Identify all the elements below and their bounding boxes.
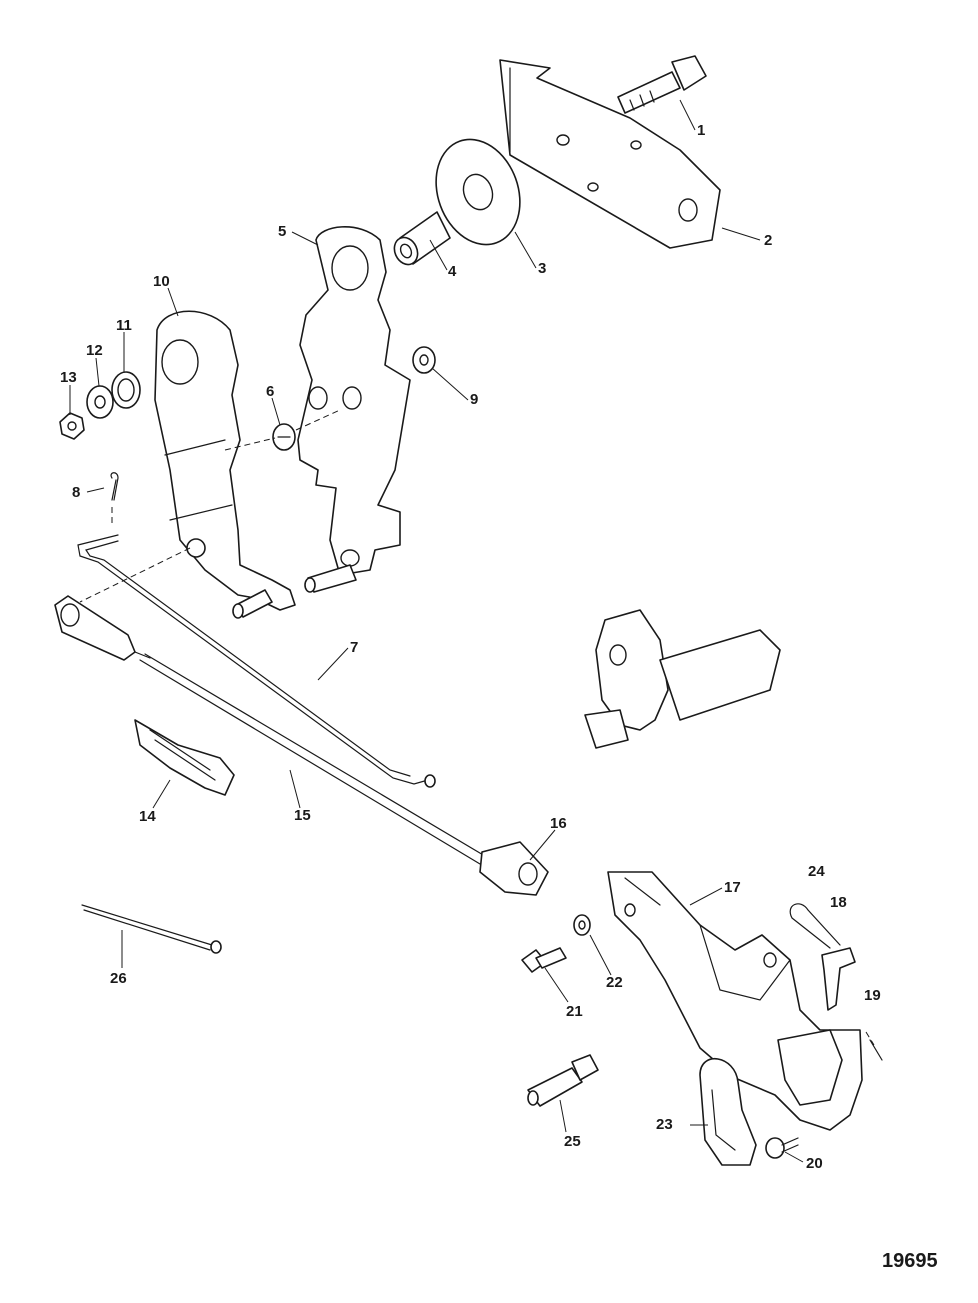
part-21-bolt	[521, 947, 567, 973]
callout-15: 15	[294, 807, 311, 824]
callout-18: 18	[830, 894, 847, 911]
callout-4: 4	[448, 263, 457, 280]
callout-25: 25	[564, 1133, 581, 1150]
part-2-mounting-plate	[499, 59, 721, 249]
callout-22: 22	[606, 974, 623, 991]
callout-23: 23	[656, 1116, 673, 1133]
callout-17: 17	[724, 879, 741, 896]
part-26-cable-tie	[81, 904, 222, 954]
part-18-latch	[821, 947, 856, 1011]
part-23-loop-handle	[699, 1058, 757, 1166]
part-8-cotter-pin	[110, 472, 119, 501]
callout-1: 1	[697, 122, 705, 139]
part-15-throttle-rod	[54, 595, 549, 896]
callout-7: 7	[350, 639, 358, 656]
callout-8: 8	[72, 484, 80, 501]
part-6-screw	[272, 423, 296, 451]
part-22-washer	[573, 914, 591, 936]
callout-26: 26	[110, 970, 127, 987]
callout-20: 20	[806, 1155, 823, 1172]
part-9-washer	[412, 346, 436, 374]
part-24-hairpin-clip	[789, 903, 841, 949]
callout-16: 16	[550, 815, 567, 832]
part-3-washer	[435, 138, 521, 246]
callout-12: 12	[86, 342, 103, 359]
leader-lines	[69, 99, 804, 1163]
callout-3: 3	[538, 260, 546, 277]
callout-14: 14	[139, 808, 156, 825]
part-17-control-bracket	[607, 871, 863, 1131]
part-1-bolt	[617, 55, 707, 114]
part-12-washer	[86, 385, 114, 419]
part-20-screw	[765, 1137, 799, 1159]
callout-13: 13	[60, 369, 77, 386]
callout-5: 5	[278, 223, 286, 240]
part-7-link-rod	[77, 534, 436, 788]
callout-19: 19	[864, 987, 881, 1004]
callout-11: 11	[116, 317, 132, 334]
figure-number: 19695	[882, 1250, 938, 1272]
part-14-clip	[134, 719, 235, 796]
callout-21: 21	[566, 1003, 583, 1020]
part-5-shift-lever	[297, 226, 411, 593]
cable-assembly	[584, 609, 781, 749]
callout-24: 24	[808, 863, 825, 880]
part-4-spacer	[393, 211, 451, 266]
part-10-throttle-lever	[154, 310, 296, 619]
part-11-washer	[111, 371, 141, 409]
part-13-nut	[59, 412, 85, 440]
callout-9: 9	[470, 391, 478, 408]
part-19-pin	[869, 1039, 883, 1061]
callouts: 1 2 3 4 5 6 7 8 9 10 11 12 13 14 15 16 1…	[60, 122, 881, 1172]
callout-6: 6	[266, 383, 274, 400]
callout-10: 10	[153, 273, 170, 290]
assembly-dash-lines	[79, 409, 875, 1046]
callout-2: 2	[764, 232, 772, 249]
part-25-stud	[527, 1054, 599, 1107]
